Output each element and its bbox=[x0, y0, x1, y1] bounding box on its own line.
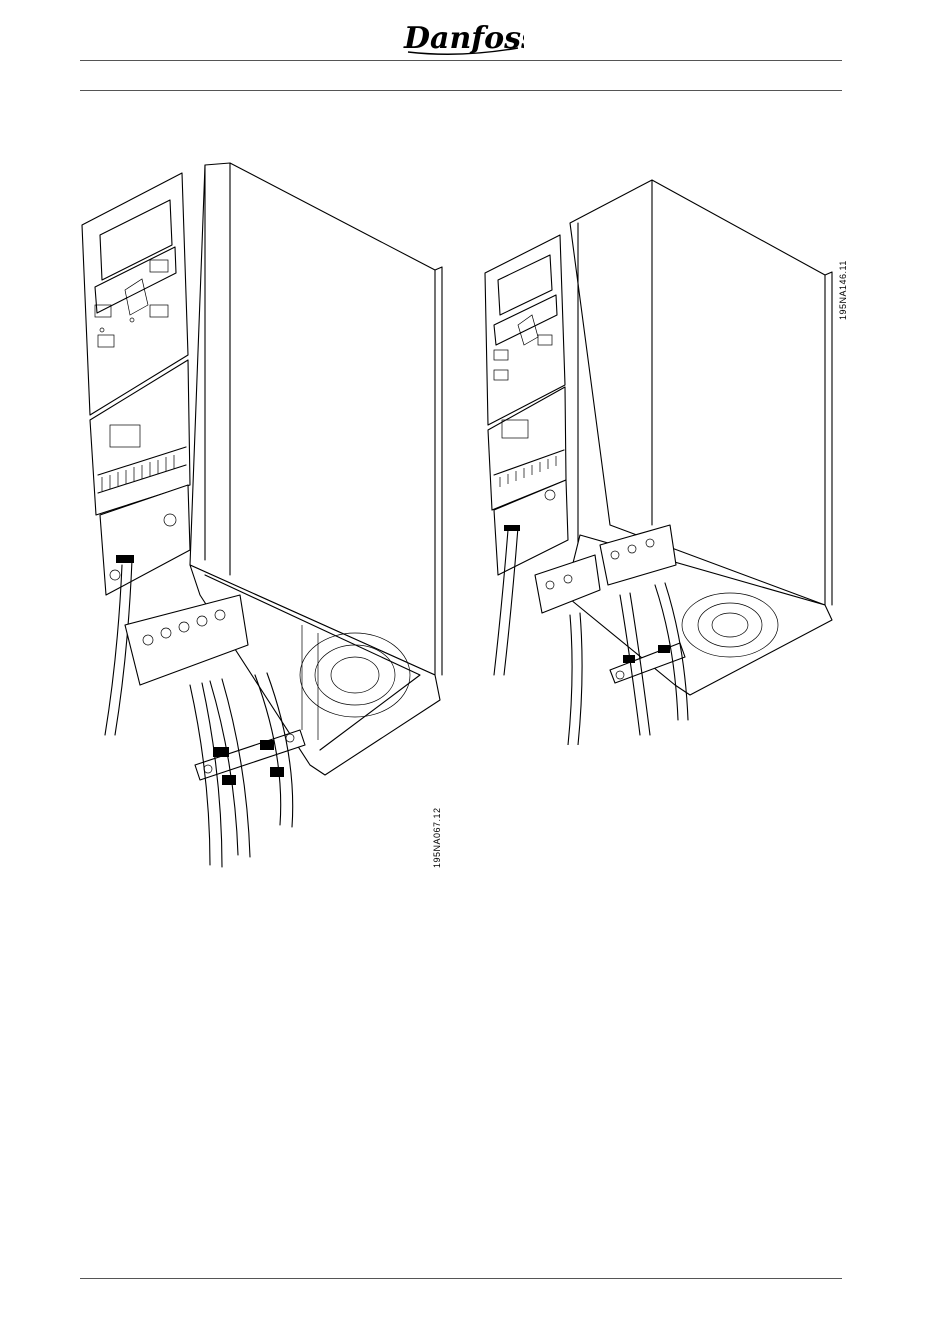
header-rule-top bbox=[80, 60, 842, 61]
figure-code-left: 195NA067.12 bbox=[432, 807, 442, 868]
footer-rule bbox=[80, 1278, 842, 1279]
figure-code-right: 195NA146.11 bbox=[838, 260, 848, 320]
danfoss-logo: Danfoss bbox=[400, 14, 524, 58]
svg-text:Danfoss: Danfoss bbox=[403, 21, 524, 56]
figure-drive-right bbox=[480, 175, 840, 745]
figure-drive-left bbox=[70, 155, 450, 885]
header-rule-bottom bbox=[80, 90, 842, 91]
